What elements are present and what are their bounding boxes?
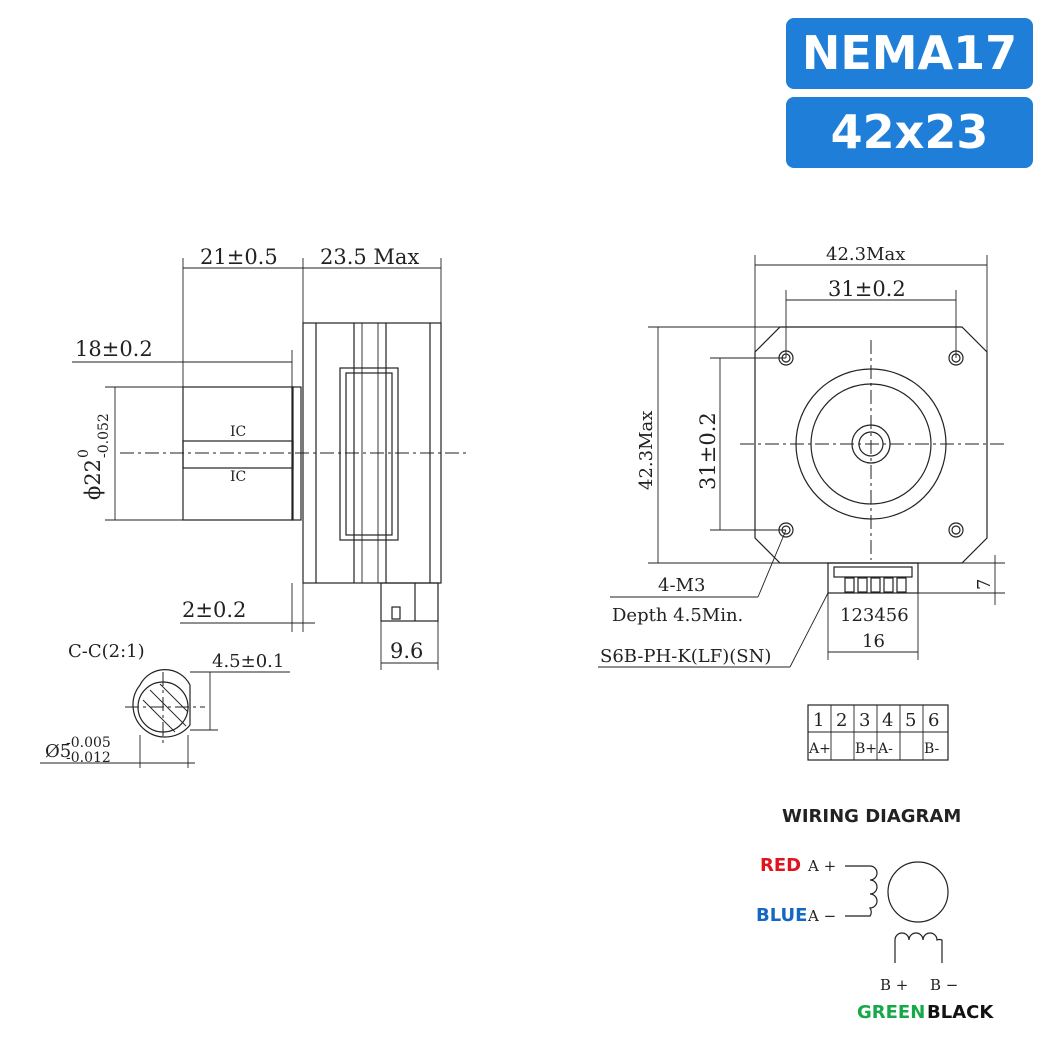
wiring-title: WIRING DIAGRAM	[782, 806, 961, 827]
signal-a-minus: A −	[807, 907, 836, 925]
model-badge: NEMA17	[786, 18, 1033, 89]
dim-shaft-tol-upper: -0.005	[66, 735, 111, 751]
pin-4: 4	[882, 710, 893, 731]
wire-green-label: GREEN	[857, 1002, 925, 1023]
size-badge: 42x23	[786, 97, 1033, 168]
signal-b-plus: B +	[880, 976, 908, 994]
holes-depth: Depth 4.5Min.	[612, 605, 743, 626]
wire-black-label: BLACK	[927, 1002, 994, 1023]
signal-4: A-	[877, 741, 893, 757]
pin-1: 1	[813, 710, 824, 731]
section-view: C-C(2:1) 4.5±0.1 Ø5 -0.005 -0.012	[40, 641, 290, 768]
holes-label: 4-M3	[658, 575, 705, 596]
signal-6: B-	[924, 741, 940, 757]
shaft-mark-top: IC	[230, 424, 246, 440]
dim-width: 42.3Max	[826, 244, 905, 265]
side-view: IC IC 21±0.5 23.5 Max 18±0.2 ϕ22	[72, 245, 470, 670]
dim-shaft-dia: Ø5	[45, 741, 71, 762]
section-label: C-C(2:1)	[68, 641, 145, 662]
dim-body-length: 23.5 Max	[320, 245, 419, 269]
signal-b-minus: B −	[930, 976, 958, 994]
dim-shaft-tol-lower: -0.012	[66, 750, 111, 766]
signal-a-plus: A +	[807, 857, 836, 875]
shaft-mark-bottom: IC	[230, 469, 246, 485]
wiring-diagram: WIRING DIAGRAM RED BLUE A + A − B + B − …	[756, 806, 994, 1023]
dim-flat: 4.5±0.1	[212, 651, 284, 672]
dim-shaft-length: 18±0.2	[75, 337, 153, 361]
dim-height: 42.3Max	[636, 411, 657, 490]
dim-connector-width: 9.6	[390, 639, 423, 663]
dim-hole-spacing-v: 31±0.2	[696, 412, 720, 490]
dim-flange-thickness: 2±0.2	[182, 598, 246, 622]
pin-2: 2	[836, 710, 847, 731]
signal-3: B+	[855, 741, 877, 757]
dim-length-front: 21±0.5	[200, 245, 278, 269]
pin-3: 3	[859, 710, 870, 731]
pin-numbers: 123456	[840, 605, 909, 626]
dim-flange-tol-lower: -0.052	[96, 413, 112, 458]
signal-1: A+	[808, 741, 831, 757]
dim-connector-height: 7	[974, 579, 995, 590]
wire-red-label: RED	[760, 855, 801, 876]
dim-flange-tol-upper: 0	[76, 449, 92, 458]
pin-table: 1 2 3 4 5 6 A+ B+ A- B-	[807, 704, 949, 761]
wire-blue-label: BLUE	[756, 905, 807, 926]
front-view: 42.3Max 31±0.2 42.3Max 31±0.2 7 4-M3 Dep…	[598, 244, 1005, 668]
connector-part: S6B-PH-K(LF)(SN)	[600, 646, 771, 667]
dim-connector-width-16: 16	[862, 631, 885, 652]
pin-6: 6	[928, 710, 939, 731]
dim-flange-dia: ϕ22	[81, 459, 105, 500]
dim-hole-spacing-h: 31±0.2	[828, 277, 906, 301]
pin-5: 5	[905, 710, 916, 731]
